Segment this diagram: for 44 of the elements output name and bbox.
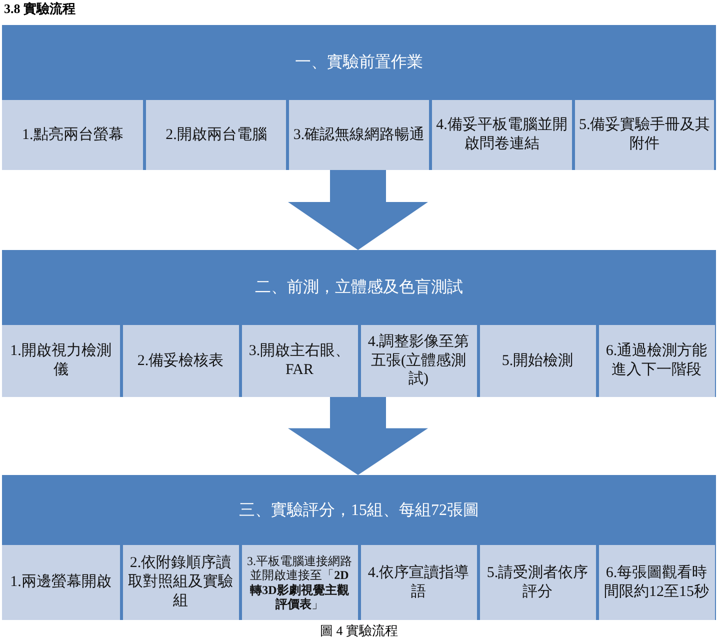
step-box [598, 545, 714, 620]
step-box [2, 100, 144, 170]
step-text: 5.請受測者依序評分 [486, 564, 590, 602]
stage-heading: 一、實驗前置作業 [295, 53, 423, 73]
step-text: 1.開啟視力檢測儀 [9, 342, 112, 380]
step-box [360, 325, 476, 397]
step-box [574, 100, 714, 170]
step-text: 3.平板電腦連接網路並開啟連接至「2D轉3D影劇視覺主觀評價表」 [246, 554, 353, 612]
stage-panel [2, 25, 716, 170]
stage-panel [2, 475, 716, 620]
step-text: 2.備妥檢核表 [137, 352, 224, 370]
step-text: 3.開啟主右眼、FAR [248, 342, 352, 380]
figure-caption: 圖 4 實驗流程 [320, 623, 398, 638]
step-text: 5.備妥實驗手冊及其附件 [578, 116, 710, 154]
stage-panel [2, 250, 716, 397]
down-arrow [288, 397, 428, 475]
step-box [289, 100, 429, 170]
step-box [480, 545, 596, 620]
step-box [598, 325, 714, 397]
stage-heading: 三、實驗評分，15組、每組72張圖 [239, 500, 479, 520]
step-box [2, 325, 120, 397]
step-box [122, 545, 238, 620]
down-arrow [288, 170, 428, 250]
step-text: 2.依附錄順序讀取對照組及實驗組 [127, 554, 234, 611]
section-heading: 3.8 實驗流程 [4, 0, 76, 18]
step-text: 2.開啟兩台電腦 [166, 126, 267, 144]
step-text: 1.兩邊螢幕開啟 [10, 573, 112, 592]
step-text: 6.每張圖觀看時間限約12至15秒 [603, 564, 710, 602]
step-box [360, 545, 476, 620]
step-box [242, 545, 358, 620]
step-text: 4.依序宣讀指導語 [366, 564, 470, 602]
stage-heading: 二、前測，立體感及色盲測試 [255, 278, 463, 298]
step-box [122, 325, 238, 397]
step-box [242, 325, 358, 397]
step-text: 4.調整影像至第五張(立體感測試) [366, 332, 470, 390]
step-text: 5.開始檢測 [502, 352, 574, 370]
step-box [146, 100, 286, 170]
step-text: 4.備妥平板電腦並開啟問卷連結 [436, 116, 568, 154]
step-box [2, 545, 120, 620]
step-text: 1.點亮兩台螢幕 [22, 126, 124, 144]
step-text: 3.確認無線網路暢通 [293, 126, 425, 144]
step-box [432, 100, 572, 170]
step-box [480, 325, 596, 397]
step-text: 6.通過檢測方能進入下一階段 [604, 342, 708, 380]
